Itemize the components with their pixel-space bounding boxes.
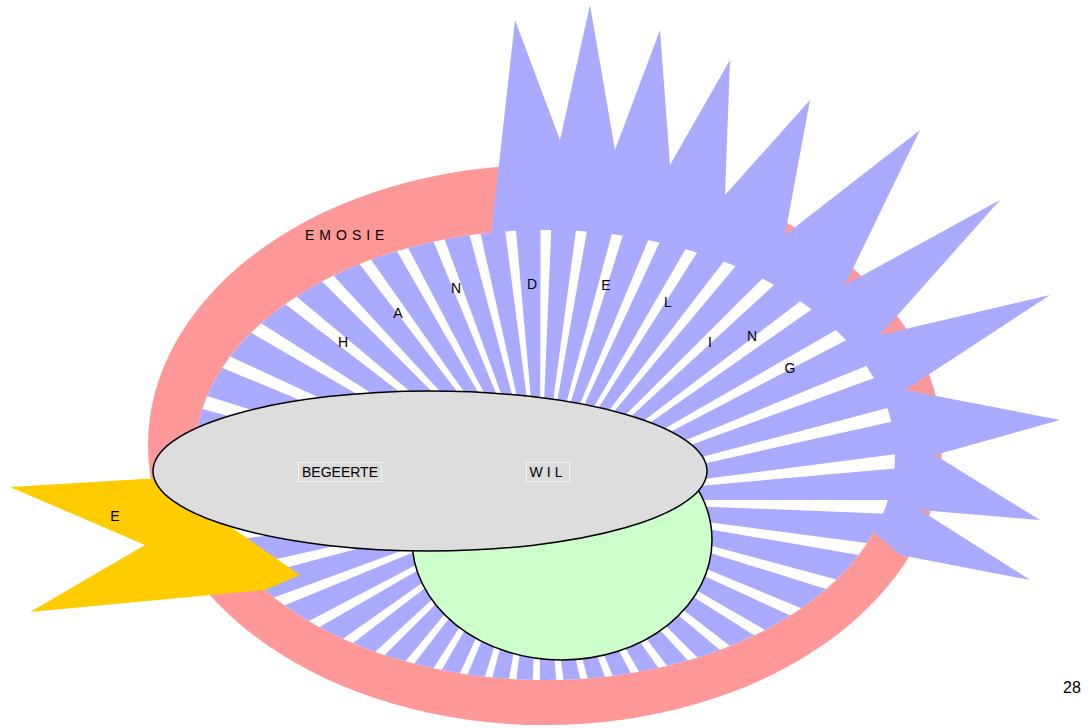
letter-label: H — [338, 335, 348, 349]
letter-label: I — [708, 335, 712, 349]
grey-ellipse — [153, 391, 707, 551]
desire-will-ellipse: BEGEERTE WIL — [152, 390, 708, 552]
letter-label: N — [451, 281, 461, 295]
emotion-ring: BEGEERTE WIL EMOSIE — [148, 165, 942, 725]
letter-label: G — [785, 361, 796, 375]
node-outline — [148, 165, 942, 725]
node-outline — [8, 478, 302, 614]
ring-label: EMOSIE — [305, 228, 389, 242]
page-number: 28 — [1063, 680, 1081, 696]
ring-band — [148, 165, 942, 725]
letter-label: L — [664, 295, 672, 309]
desire-label: BEGEERTE — [298, 462, 382, 482]
letter-label: A — [393, 306, 402, 320]
yellow-bolt — [10, 478, 300, 612]
arrow-label: E — [110, 509, 119, 523]
letter-label: E — [601, 278, 610, 292]
energy-arrow: E — [8, 478, 302, 614]
node-outline — [152, 390, 708, 552]
letter-label: D — [527, 277, 537, 291]
will-label: WIL — [526, 462, 571, 482]
green-ellipse — [412, 420, 712, 660]
letter-label: N — [747, 329, 757, 343]
starburst-shape — [490, 5, 1060, 580]
